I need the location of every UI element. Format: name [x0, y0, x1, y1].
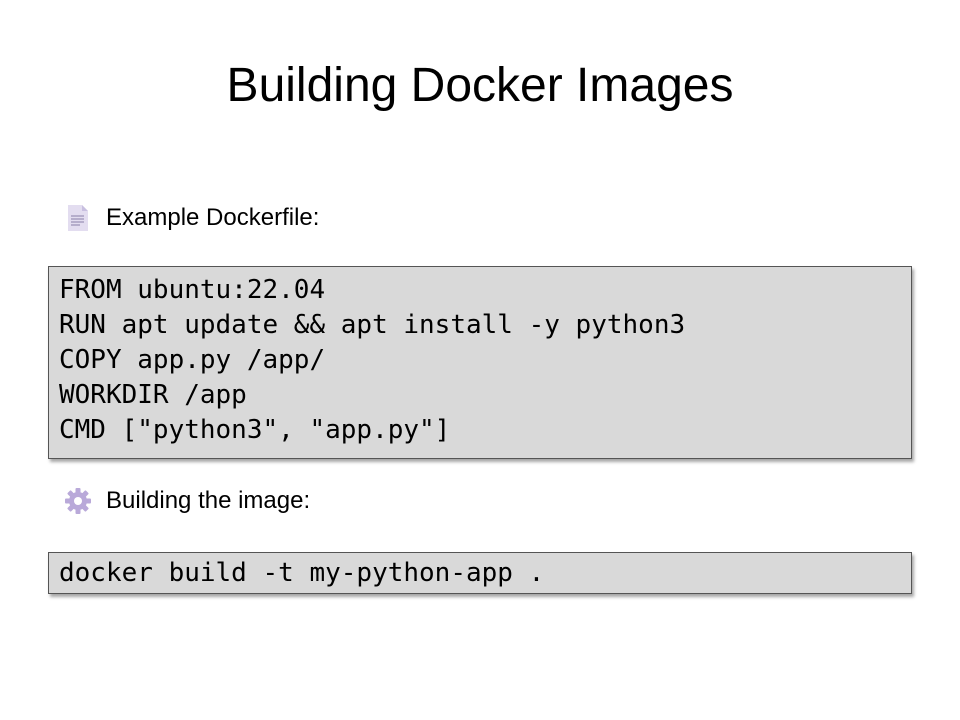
bullet-example-dockerfile: Example Dockerfile: — [64, 204, 319, 232]
bullet-label: Building the image: — [106, 487, 311, 514]
code-line: CMD ["python3", "app.py"] — [59, 415, 451, 445]
document-icon — [64, 204, 92, 232]
build-command-code-block: docker build -t my-python-app . — [48, 552, 912, 594]
bullet-label: Example Dockerfile: — [106, 204, 320, 231]
code-line: COPY app.py /app/ — [59, 345, 326, 375]
slide-title: Building Docker Images — [226, 59, 734, 112]
gear-icon — [64, 487, 92, 515]
code-line: WORKDIR /app — [59, 380, 247, 410]
bullet-building-image: Building the image: — [64, 487, 310, 515]
code-line: RUN apt update && apt install -y python3 — [59, 310, 686, 340]
code-line: docker build -t my-python-app . — [59, 558, 545, 588]
code-line: FROM ubuntu:22.04 — [59, 275, 326, 305]
